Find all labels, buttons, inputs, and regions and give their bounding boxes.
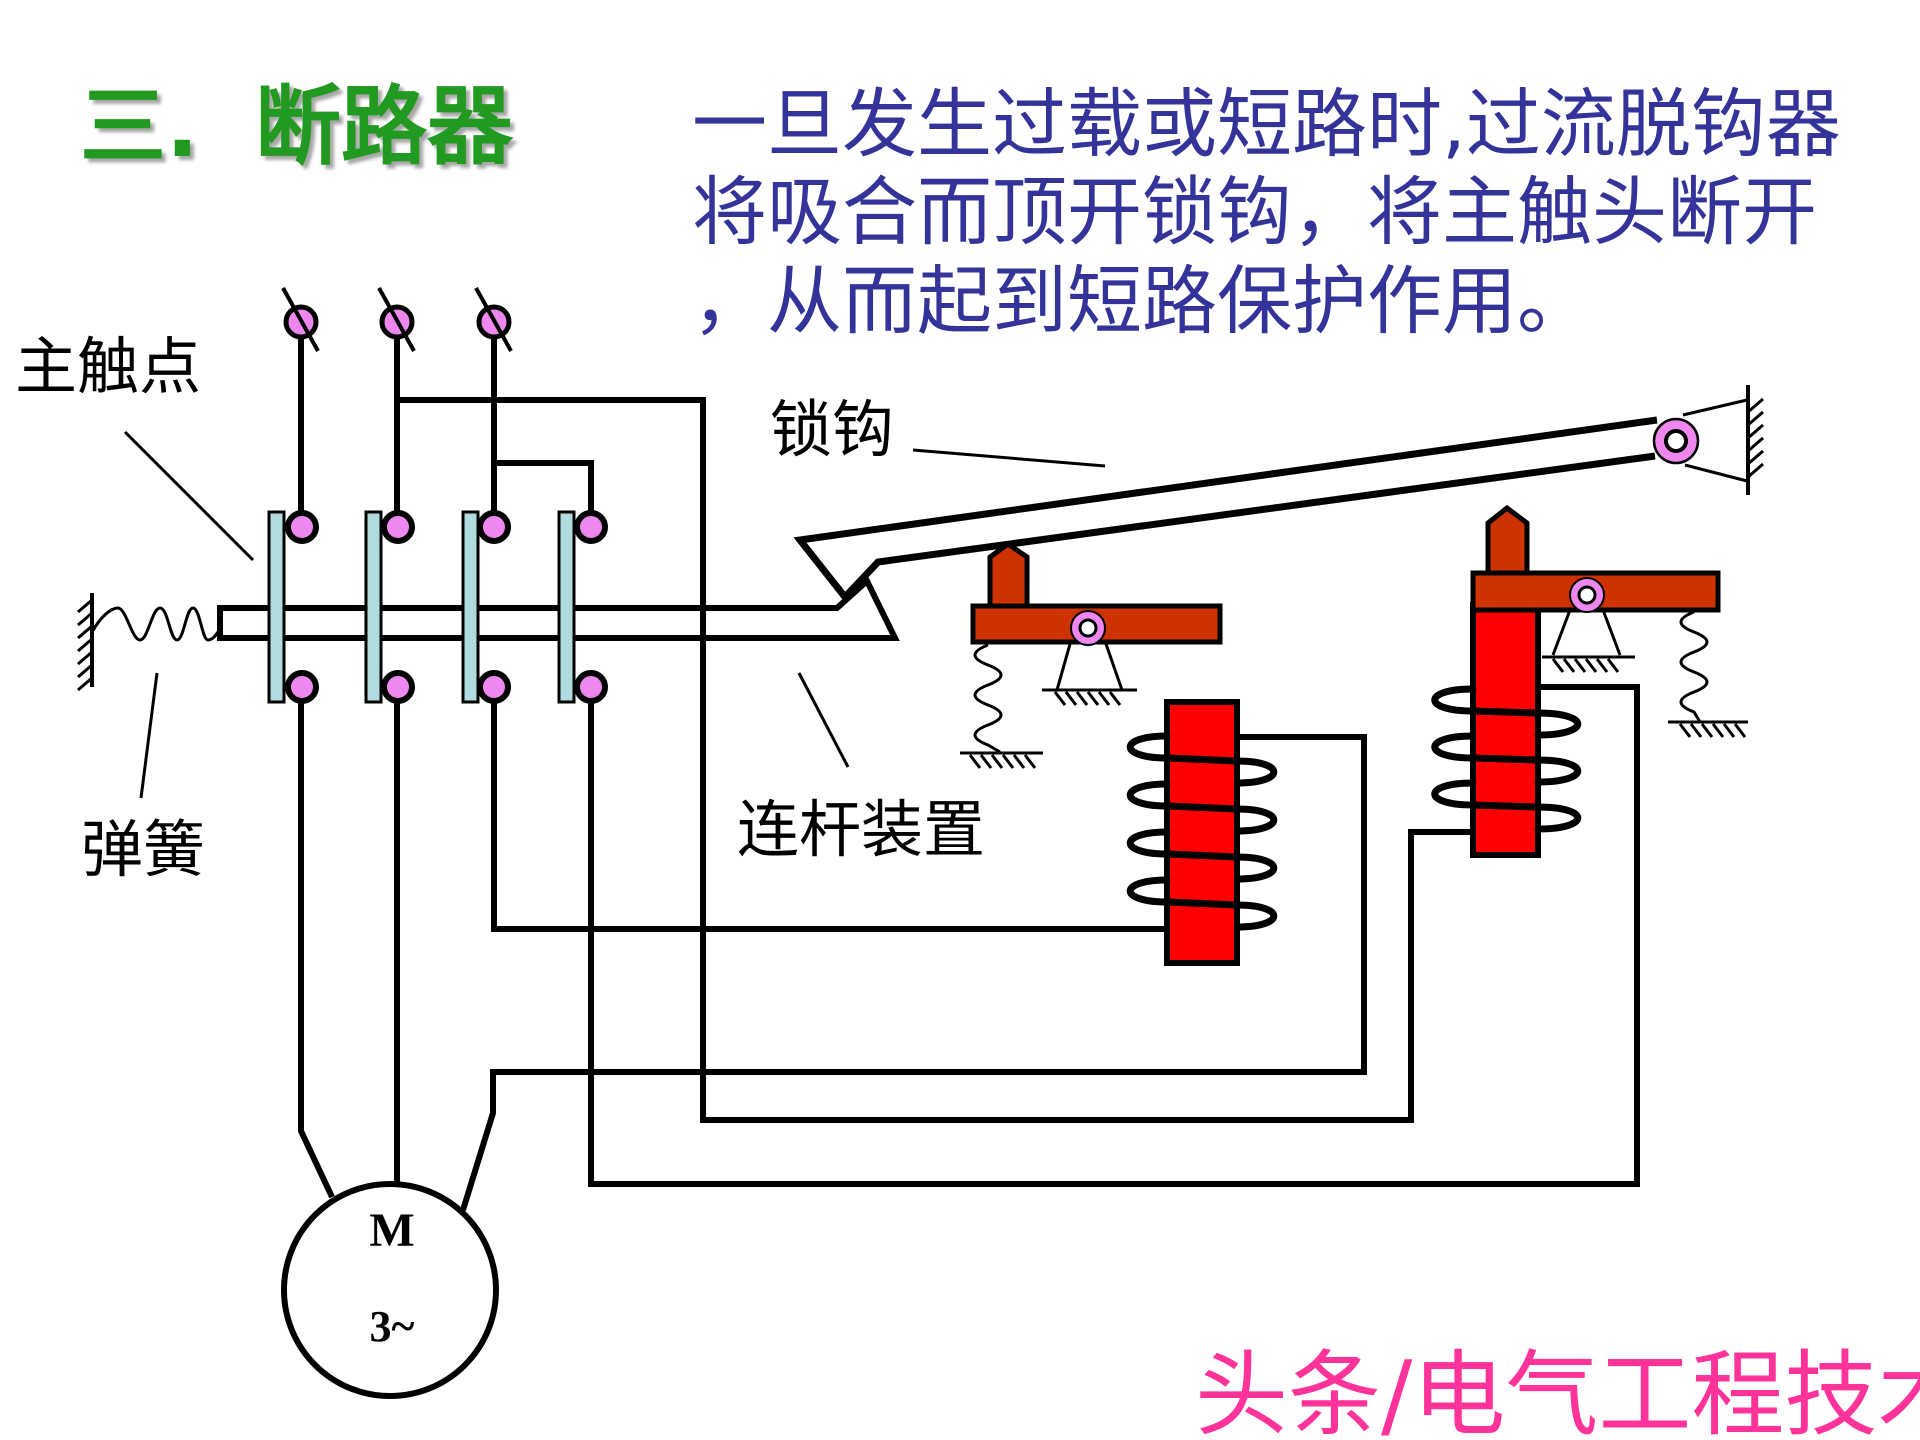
coil-1-turn-right	[1233, 853, 1277, 883]
description-line-2: 将吸合而顶开锁钩，将主触头断开	[692, 168, 1818, 256]
contact-point-upper-2	[381, 510, 415, 544]
label-spring: 弹簧	[81, 813, 206, 886]
supply-terminals	[281, 287, 513, 352]
trip-pivot-hole	[1577, 585, 1597, 605]
terminal-l3-slash	[474, 287, 513, 352]
wire-coil-1-to-motor	[460, 734, 1367, 1211]
wire-phase-2-to-coil-2	[397, 397, 1473, 1123]
linkage-rod	[217, 576, 900, 641]
contact-bridge-2	[364, 510, 383, 704]
overcurrent-spring-hatch-icon	[968, 754, 1037, 769]
leader-spring	[139, 672, 159, 799]
coil-1-turn-front	[1163, 754, 1241, 765]
coil-2-turn-left	[1431, 779, 1477, 809]
trip-coil-winding	[1431, 685, 1582, 833]
overcurrent-trip-pin	[987, 540, 1030, 610]
coil-2-turn-left	[1431, 732, 1477, 762]
trip-pin	[1485, 504, 1530, 576]
contact-point-lower-3	[477, 670, 511, 704]
linkage-assembly	[77, 576, 900, 692]
contact-point-upper-4	[574, 510, 608, 544]
wire-phase-3-to-coil-1	[491, 687, 1167, 932]
contact-bridge-1	[267, 510, 286, 704]
trip-release	[1431, 504, 1748, 858]
coil-1-turn-right	[1233, 805, 1277, 835]
overcurrent-coil-winding	[1127, 732, 1277, 931]
coil-2-turn-right	[1534, 756, 1582, 786]
description-line-3: ，从而起到短路保护作用。	[692, 257, 1593, 345]
coil-1-turn-left	[1127, 780, 1171, 810]
coil-2-turn-front	[1469, 754, 1542, 764]
spring-anchor-hatch-icon	[77, 598, 93, 692]
coil-1-turn-front	[1163, 898, 1241, 909]
coil-2-turn-right	[1534, 709, 1582, 739]
coil-1-turn-left	[1127, 732, 1171, 762]
contact-point-lower-4	[574, 670, 608, 704]
wire-phase-1-load	[298, 687, 335, 1199]
overcurrent-coil-core	[1164, 699, 1240, 966]
terminal-l1-slash	[281, 287, 320, 352]
latch-pivot-link-lower	[1684, 463, 1748, 483]
motor-symbol-circle	[281, 1181, 499, 1399]
terminal-l2-slash	[377, 287, 416, 352]
label-latch: 锁钩	[770, 393, 895, 466]
leader-linkage	[797, 672, 850, 768]
motor-phase: 3~	[370, 1302, 415, 1351]
trip-spring-icon	[1679, 610, 1709, 723]
coil-2-turn-front	[1469, 801, 1542, 811]
coil-1-turn-front	[1163, 802, 1241, 813]
motor: M 3~	[281, 1181, 499, 1399]
contact-point-lower-1	[285, 670, 319, 704]
contact-bridge-4	[557, 510, 576, 704]
wiring	[298, 322, 1640, 1211]
coil-2-turn-front	[1469, 707, 1542, 717]
contact-point-lower-2	[381, 670, 415, 704]
coil-1-turn-right	[1233, 757, 1277, 787]
latch-pivot-link-upper	[1682, 398, 1748, 417]
coil-1-turn-front	[1163, 850, 1241, 861]
trip-spring-hatch-icon	[1678, 723, 1747, 738]
wire-contact-4-bracket	[494, 460, 594, 527]
overcurrent-spring-icon	[973, 643, 1003, 754]
overcurrent-pivot-support	[1055, 643, 1124, 691]
description-line-1: 一旦发生过载或短路时,过流脱钩器	[692, 80, 1841, 168]
contact-bridge-3	[461, 510, 480, 704]
contact-point-upper-1	[285, 510, 319, 544]
leader-main-contacts	[123, 430, 255, 562]
latch-anchor-hatch-icon	[1747, 397, 1764, 479]
return-spring-icon	[90, 606, 222, 642]
latch-assembly	[793, 385, 1764, 603]
contact-point-upper-3	[477, 510, 511, 544]
coil-1-turn-right	[1233, 901, 1277, 931]
coil-1-turn-left	[1127, 876, 1171, 906]
latch-lever	[793, 416, 1658, 603]
leader-lines	[123, 430, 1106, 799]
wire-contact-4-to-coil-2	[588, 684, 1640, 1187]
watermark: 头条/电气工程技术	[1195, 1341, 1920, 1440]
leader-latch	[912, 448, 1106, 468]
overcurrent-pivot-hatch-icon	[1053, 691, 1122, 706]
title-number: 三.	[80, 77, 199, 177]
trip-coil-core	[1470, 602, 1541, 858]
latch-pivot-hole	[1664, 429, 1688, 453]
page-title: 断路器	[255, 77, 513, 177]
main-contacts	[267, 510, 608, 704]
coil-1-turn-left	[1127, 828, 1171, 858]
overcurrent-release	[960, 540, 1277, 966]
trip-pivot-support	[1551, 609, 1622, 656]
trip-pivot-hatch-icon	[1551, 658, 1620, 673]
overcurrent-pivot-hole	[1078, 618, 1098, 638]
coil-2-turn-right	[1534, 803, 1582, 833]
coil-2-turn-left	[1431, 685, 1477, 715]
motor-symbol: M	[369, 1204, 414, 1257]
label-linkage: 连杆装置	[737, 793, 986, 866]
label-main-contacts: 主触点	[15, 330, 202, 403]
